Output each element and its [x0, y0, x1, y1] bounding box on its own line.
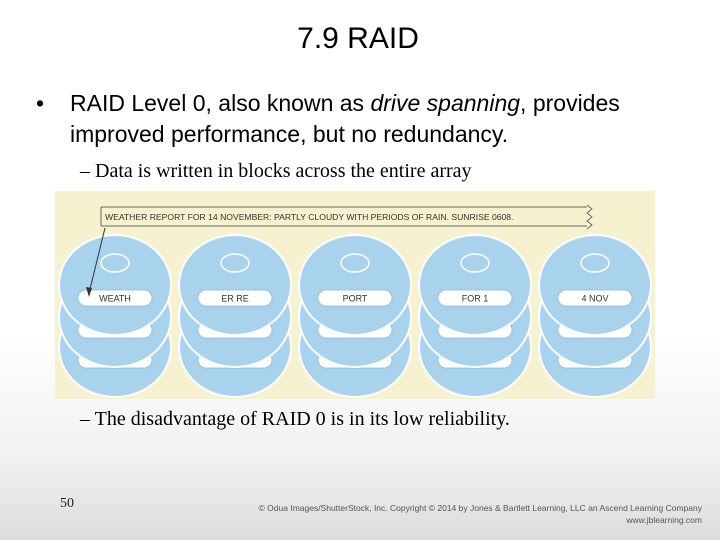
block-label: 4 NOV	[581, 294, 608, 304]
sub-bullet-disadvantage: – The disadvantage of RAID 0 is in its l…	[80, 408, 510, 430]
page-number: 50	[60, 496, 74, 511]
arrow-icon	[86, 227, 106, 297]
disk-array: PERIOEMBERWEATHDS OF: PARER RERAINTLY CP…	[58, 234, 652, 398]
disk-platter	[298, 234, 412, 336]
block-label-box	[317, 289, 393, 307]
sub-bullet-data-written: – Data is written in blocks across the e…	[80, 160, 472, 182]
disk-stack: RAINTLY CPORT	[298, 234, 412, 398]
copyright: © Odua Images/ShutterStock, Inc. Copyrig…	[259, 502, 702, 526]
disk-spindle	[100, 253, 130, 273]
disk-platter	[538, 234, 652, 336]
disk-stack: RISEWITH4 NOV	[538, 234, 652, 398]
report-banner: WEATHER REPORT FOR 14 NOVEMBER: PARTLY C…	[100, 204, 593, 230]
block-label: FOR 1	[462, 294, 489, 304]
bullet-text: RAID Level 0, also known as drive spanni…	[70, 88, 696, 150]
block-label-box	[557, 289, 633, 307]
bullet-text-end: , provides improved performance, but no …	[70, 90, 620, 147]
raid0-figure: WEATHER REPORT FOR 14 NOVEMBER: PARTLY C…	[55, 191, 655, 399]
disk-stack: PERIOEMBERWEATH	[58, 234, 172, 398]
disk-platter	[58, 234, 172, 336]
block-label-box	[437, 289, 513, 307]
bullet-marker: •	[36, 90, 45, 116]
break-mark-icon	[586, 204, 593, 230]
block-label: ER RE	[221, 294, 249, 304]
slide-title: 7.9 RAID	[297, 22, 419, 55]
disk-spindle	[460, 253, 490, 273]
block-label: PORT	[343, 294, 368, 304]
block-label-box	[77, 289, 153, 307]
block-label-box	[197, 289, 273, 307]
block-label: WEATH	[99, 294, 131, 304]
disk-stack: DS OF: PARER RE	[178, 234, 292, 398]
disk-spindle	[340, 253, 370, 273]
disk-platter	[418, 234, 532, 336]
report-text: WEATHER REPORT FOR 14 NOVEMBER: PARTLY C…	[105, 212, 513, 222]
copyright-line-1: © Odua Images/ShutterStock, Inc. Copyrig…	[258, 503, 702, 513]
disk-spindle	[220, 253, 250, 273]
disk-platter	[178, 234, 292, 336]
copyright-line-2: www.jblearning.com	[626, 515, 702, 525]
disk-spindle	[580, 253, 610, 273]
bullet-text-start: RAID Level 0, also known as	[70, 90, 371, 116]
disk-stack: SUNLOUDYFOR 1	[418, 234, 532, 398]
main-bullet: • RAID Level 0, also known as drive span…	[36, 88, 696, 150]
bullet-emphasis: drive spanning	[370, 90, 521, 116]
